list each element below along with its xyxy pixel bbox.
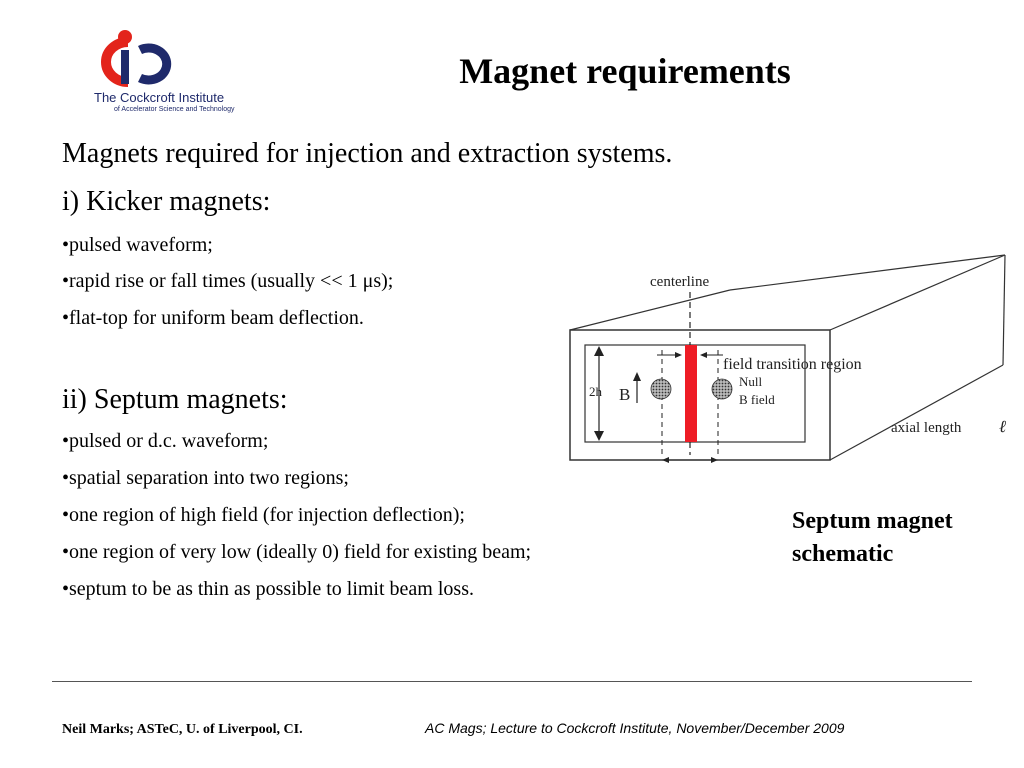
field-label: B bbox=[619, 385, 630, 404]
septum-bullet: •spatial separation into two regions; bbox=[62, 467, 349, 489]
footer-author: Neil Marks; ASTeC, U. of Liverpool, CI. bbox=[62, 722, 303, 737]
caption-line: Septum magnet bbox=[792, 508, 953, 534]
logo-mark-icon bbox=[101, 30, 172, 87]
centerline-label: centerline bbox=[650, 274, 709, 290]
null-field-label: B field bbox=[739, 392, 775, 407]
height-label: 2h bbox=[589, 384, 603, 399]
length-symbol: ℓ bbox=[999, 417, 1006, 436]
septum-bullet: •one region of high field (for injection… bbox=[62, 504, 465, 526]
transition-label: field transition region bbox=[723, 356, 862, 373]
null-label: Null bbox=[739, 374, 763, 389]
septum-bullet: •septum to be as thin as possible to lim… bbox=[62, 578, 474, 600]
footer-divider bbox=[52, 681, 972, 682]
circulating-beam bbox=[711, 378, 733, 400]
septum-blade bbox=[685, 345, 697, 442]
caption-line: schematic bbox=[792, 541, 894, 567]
kicker-bullet: •rapid rise or fall times (usually << 1 … bbox=[62, 270, 394, 292]
logo-tagline: of Accelerator Science and Technology bbox=[114, 106, 235, 113]
septum-heading: ii) Septum magnets: bbox=[62, 384, 288, 415]
logo-name: The Cockcroft Institute bbox=[94, 90, 225, 105]
kicker-heading: i) Kicker magnets: bbox=[62, 186, 271, 217]
figure-caption: Septum magnet schematic bbox=[792, 505, 1012, 571]
kicker-bullet: •flat-top for uniform beam deflection. bbox=[62, 307, 364, 329]
septum-schematic: centerline field transition region 2h B … bbox=[569, 254, 1006, 463]
magnet-front-face bbox=[569, 329, 831, 461]
septum-bullet: •pulsed or d.c. waveform; bbox=[62, 430, 269, 452]
injected-beam bbox=[650, 378, 672, 400]
intro-text: Magnets required for injection and extra… bbox=[62, 138, 673, 169]
septum-bullet: •one region of very low (ideally 0) fiel… bbox=[62, 541, 532, 563]
kicker-bullet: •pulsed waveform; bbox=[62, 234, 213, 256]
footer-lecture: AC Mags; Lecture to Cockcroft Institute,… bbox=[425, 720, 845, 736]
cockcroft-logo: The Cockcroft Institute of Accelerator S… bbox=[88, 28, 248, 120]
axial-length-label: axial length bbox=[891, 420, 962, 436]
slide-title: Magnet requirements bbox=[459, 51, 791, 91]
